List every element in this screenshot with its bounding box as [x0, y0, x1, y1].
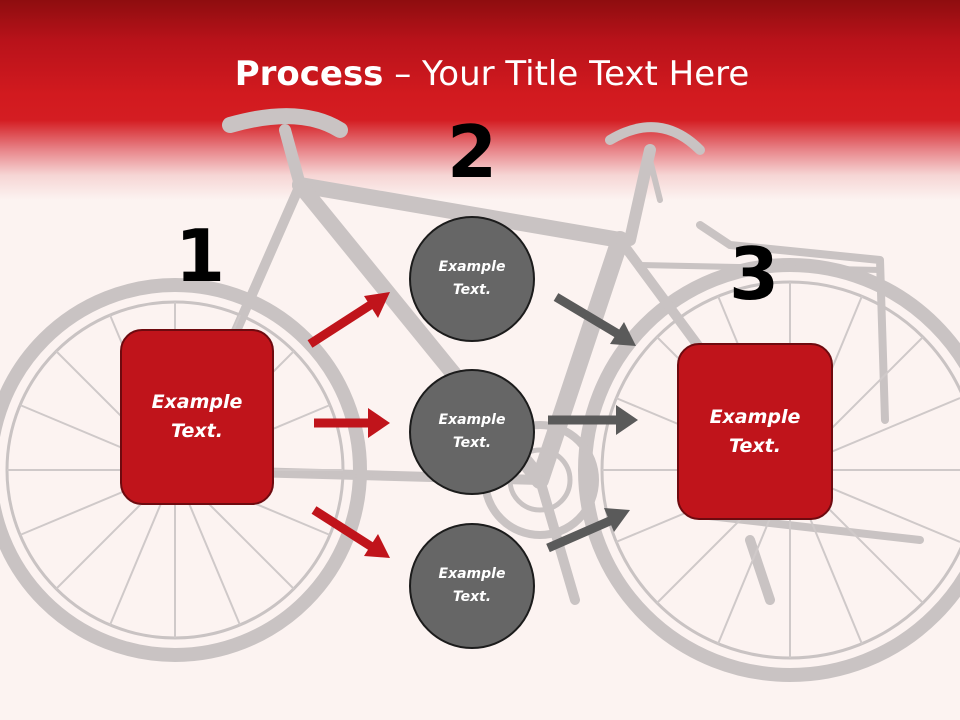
circle-center-line2: Text. [452, 435, 492, 451]
left-step-box[interactable]: Example Text. [120, 329, 274, 505]
circle-top-line1: Example [438, 259, 506, 275]
middle-circle-bottom[interactable]: Example Text. [409, 523, 535, 649]
left-box-line1: Example [151, 391, 243, 413]
step-number-1: 1 [174, 214, 226, 298]
left-box-line2: Text. [171, 420, 223, 442]
right-box-line1: Example [709, 405, 801, 428]
title-rest: – Your Title Text Here [383, 54, 750, 94]
header-band [0, 0, 960, 200]
circle-bottom-line2: Text. [452, 589, 492, 605]
title-bold: Process [234, 54, 384, 94]
circle-top-line2: Text. [452, 282, 492, 298]
right-box-line2: Text. [729, 434, 781, 457]
middle-circle-center[interactable]: Example Text. [409, 369, 535, 495]
step-number-3: 3 [728, 232, 780, 316]
step-number-2: 2 [446, 110, 498, 194]
slide-title: Process – Your Title Text Here [0, 52, 960, 96]
middle-circle-top[interactable]: Example Text. [409, 216, 535, 342]
circle-bottom-line1: Example [438, 566, 506, 582]
right-step-box[interactable]: Example Text. [677, 343, 833, 520]
circle-center-line1: Example [438, 412, 506, 428]
